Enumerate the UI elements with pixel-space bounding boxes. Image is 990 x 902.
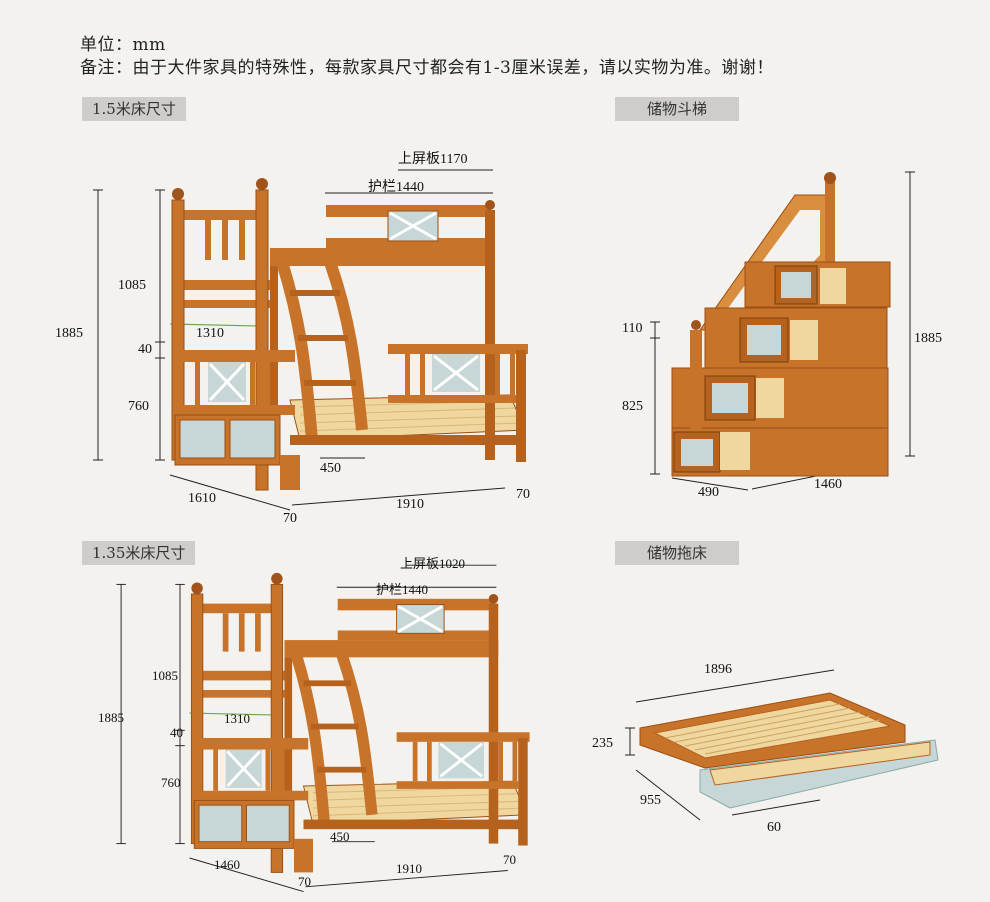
bed135-post-a: 70: [298, 874, 311, 889]
bed135-gap-height: 40: [170, 725, 183, 740]
section-title-bed150: 1.5米床尺寸: [82, 97, 186, 121]
section-title-bed135: 1.35米床尺寸: [82, 541, 196, 565]
bed135-lower-height: 760: [161, 775, 181, 790]
trundle-height: 235: [592, 736, 613, 751]
bed150-length: 1910: [396, 497, 424, 512]
stair-total-height: 1885: [914, 331, 942, 346]
trundle-length: 1896: [704, 662, 732, 677]
bed150-depth: 1610: [188, 491, 216, 506]
unit-label: 单位：mm: [80, 35, 166, 55]
bed150-step-width: 450: [320, 461, 341, 476]
bed150-guardrail-label: 护栏1440: [368, 180, 424, 195]
bed150-gap-height: 40: [138, 342, 152, 357]
bed135-top-panel-label: 上屏板1020: [400, 556, 466, 571]
bed150-post-b: 70: [516, 487, 530, 502]
stair-mid-height: 825: [622, 399, 643, 414]
bed135-ladder-span: 1310: [224, 711, 250, 726]
bed150-top-panel-label: 上屏板1170: [398, 152, 468, 167]
storage-stair-illustration: [649, 171, 916, 491]
section-title-trundle: 储物拖床: [615, 541, 739, 565]
section-title-stair: 储物斗梯: [615, 97, 739, 121]
stair-depth: 490: [698, 485, 719, 500]
bed135-step-width: 450: [330, 829, 350, 844]
bed135-total-height: 1885: [98, 710, 124, 725]
stair-length: 1460: [814, 477, 842, 492]
stair-top-height: 110: [622, 321, 643, 336]
bed135-length: 1910: [396, 861, 422, 876]
bed135-upper-height: 1085: [152, 668, 178, 683]
bunk-bed-150-illustration: [93, 170, 528, 510]
bed150-total-height: 1885: [55, 326, 83, 341]
trundle-drawer-illustration: [624, 669, 939, 821]
bed135-post-b: 70: [503, 852, 516, 867]
bed150-post-a: 70: [283, 511, 297, 526]
bed135-guardrail-label: 护栏1440: [376, 582, 429, 597]
bed135-depth: 1460: [214, 857, 240, 872]
bed150-lower-height: 760: [128, 399, 149, 414]
trundle-depth: 955: [640, 793, 661, 808]
disclaimer-note: 备注：由于大件家具的特殊性，每款家具尺寸都会有1-3厘米误差，请以实物为准。谢谢…: [80, 58, 774, 78]
trundle-drawer-size: 60: [767, 820, 781, 835]
bed150-upper-height: 1085: [118, 278, 146, 293]
bed150-ladder-span: 1310: [196, 326, 224, 341]
